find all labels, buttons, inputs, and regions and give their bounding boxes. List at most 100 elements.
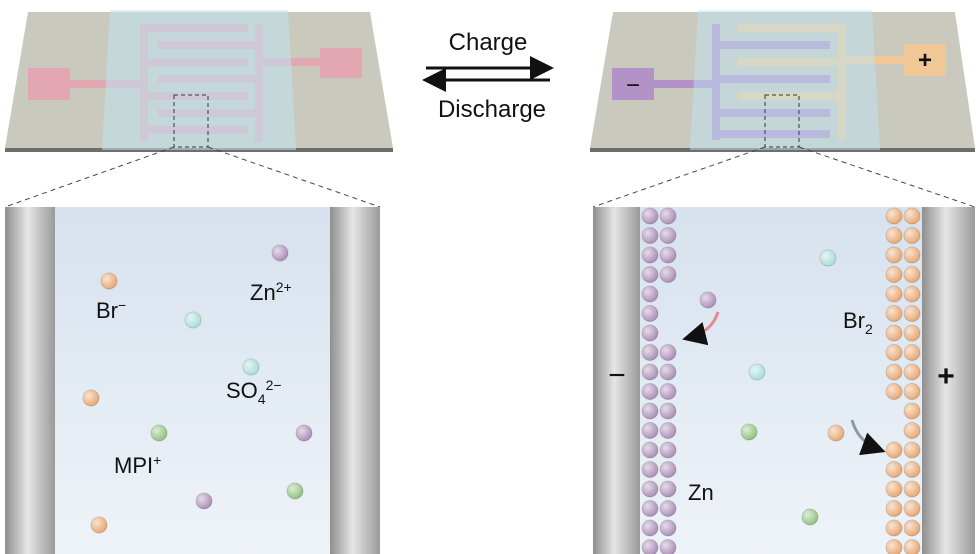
zn-ion-highlight (296, 425, 312, 441)
electrolyte (55, 207, 330, 554)
zoom-line (798, 146, 976, 208)
so4-ion-highlight (749, 364, 765, 380)
zn-deposit-atom-highlight (660, 247, 676, 263)
zn-deposit-atom-highlight (642, 403, 658, 419)
zn-deposition-arrow (682, 311, 720, 346)
zn-ion-label: Zn2+ (250, 279, 292, 305)
mpi-ion-highlight (741, 424, 757, 440)
zoom-box (764, 94, 800, 148)
br2-layer-atom-highlight (886, 286, 902, 302)
br-ion-highlight (83, 390, 99, 406)
zn-deposit-atom-highlight (660, 539, 676, 554)
electrolyte (640, 207, 922, 554)
zn-deposit-atom-highlight (642, 442, 658, 458)
br-ion-highlight (91, 517, 107, 533)
br2-layer-atom-highlight (886, 500, 902, 517)
positive-sign: + (937, 360, 955, 393)
zn-deposit-atom-highlight (660, 520, 676, 536)
electrode-negative (593, 207, 640, 554)
zn-deposit-atom-highlight (660, 266, 676, 283)
zn-label: Zn (688, 480, 714, 505)
zn-deposit-atom-highlight (642, 305, 658, 322)
br2-layer-atom-highlight (886, 481, 902, 497)
zn-deposit-atom-highlight (642, 539, 658, 554)
so4-ion-highlight (243, 359, 259, 375)
electrode-right (330, 207, 380, 554)
br2-layer-atom-highlight (904, 383, 920, 400)
br-ion-highlight (828, 425, 844, 441)
br-ion-label: Br− (96, 297, 126, 323)
zn-deposit-atom-highlight (660, 383, 676, 400)
mpi-ion-highlight (287, 483, 303, 499)
zoom-line (4, 146, 175, 208)
zn-ion-highlight (272, 245, 288, 261)
br2-layer-atom-highlight (886, 442, 902, 458)
zn-deposit-atom-highlight (642, 383, 658, 400)
br2-layer-atom-highlight (886, 266, 902, 283)
discharge-label: Discharge (438, 96, 546, 123)
zn-deposit-atom-highlight (660, 344, 676, 361)
zn-deposit-atom-highlight (642, 500, 658, 517)
glass-cover (102, 10, 296, 150)
br2-layer-atom-highlight (886, 383, 902, 400)
electrode-positive (922, 207, 975, 554)
zn-deposit-atom-highlight (642, 286, 658, 302)
br2-layer-atom-highlight (904, 403, 920, 419)
positive-pad-label: + (918, 47, 932, 74)
zn-deposit-atom-highlight (660, 500, 676, 517)
zn-deposit-atom-highlight (642, 461, 658, 478)
negative-sign: − (608, 359, 626, 392)
br-oxidation-arrow (850, 419, 886, 456)
zn-deposit-atom-highlight (642, 344, 658, 361)
zn-deposit-atom-highlight (642, 481, 658, 497)
zn-deposit-atom-highlight (660, 422, 676, 439)
zoom-line (207, 146, 381, 208)
br2-layer-atom-highlight (904, 344, 920, 361)
mpi-ion-label: MPI+ (114, 452, 161, 478)
br2-layer-atom-highlight (886, 520, 902, 536)
zn-deposit-atom-highlight (642, 364, 658, 380)
zn-ion-highlight (196, 493, 212, 509)
zn-deposit-atom-highlight (642, 247, 658, 263)
charge-label: Charge (449, 29, 528, 56)
br2-layer-atom-highlight (904, 442, 920, 458)
discharged-cell-zoom: Br− Zn2+ SO42− MPI+ (5, 207, 380, 554)
br2-layer-atom-highlight (904, 247, 920, 263)
br2-layer-atom-highlight (904, 364, 920, 380)
br2-layer-atom-highlight (904, 325, 920, 341)
so4-ion-highlight (820, 250, 836, 266)
br2-layer-atom-highlight (886, 364, 902, 380)
br2-layer-atom-highlight (904, 422, 920, 439)
br-ion-highlight (101, 273, 117, 289)
br2-layer-atom-highlight (886, 461, 902, 478)
zn-deposit-atom-highlight (642, 227, 658, 244)
br2-layer-atom-highlight (904, 539, 920, 554)
mpi-ion-highlight (802, 509, 818, 525)
zn-deposit-atom-highlight (660, 442, 676, 458)
br2-layer-atom-highlight (904, 500, 920, 517)
mpi-ion-highlight (151, 425, 167, 441)
br2-layer-atom-highlight (904, 266, 920, 283)
zoom-line (592, 146, 766, 208)
br2-layer-atom-highlight (904, 461, 920, 478)
device-charged: − + (590, 10, 976, 208)
br2-layer-atom-highlight (904, 208, 920, 224)
zn-deposit-atom-highlight (642, 422, 658, 439)
zn-deposit-atom-highlight (660, 481, 676, 497)
br2-layer-atom-highlight (904, 286, 920, 302)
br2-layer-atom-highlight (904, 481, 920, 497)
br2-layer-atom-highlight (886, 247, 902, 263)
zn-deposit-atom-highlight (642, 325, 658, 341)
zoom-box (173, 94, 209, 148)
zn-deposit-atom-highlight (660, 227, 676, 244)
br2-layer-atom-highlight (886, 539, 902, 554)
br2-layer-atom-highlight (886, 227, 902, 244)
zn-deposit-atom-highlight (642, 520, 658, 536)
br2-layer-atom-highlight (886, 344, 902, 361)
br2-label: Br2 (843, 308, 873, 337)
charged-cell-zoom: − + Br2 Zn (593, 207, 975, 554)
zn-deposit-atom-highlight (660, 461, 676, 478)
br2-layer-atom-highlight (886, 325, 902, 341)
zn-deposit-atom-highlight (660, 403, 676, 419)
